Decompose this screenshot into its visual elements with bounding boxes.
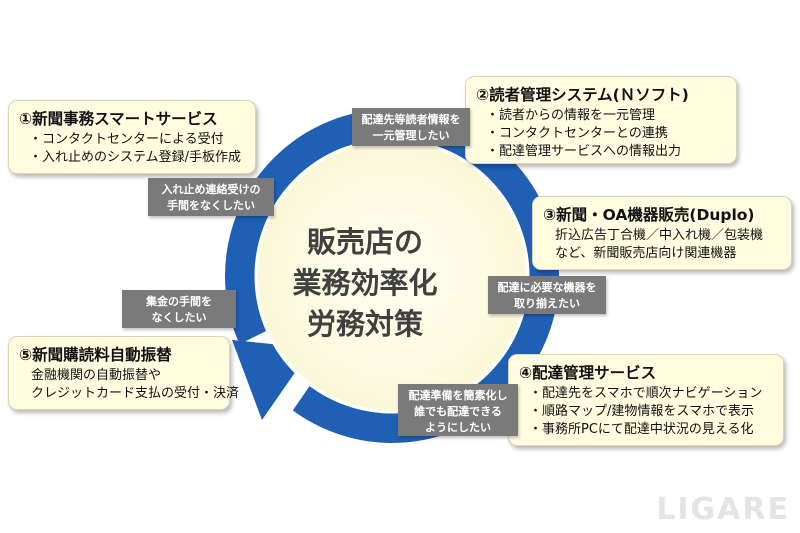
tag-line: 配達先等読者情報を [361,113,461,126]
service-box-4: ④配達管理サービス ・配達先をスマホで順次ナビゲーション ・順路マップ/建物情報… [508,354,784,446]
need-tag-4: 配達準備を簡素化し 誰でも配達できる ようにしたい [398,384,518,436]
box-bullet: ・配達管理サービスへの情報出力 [486,144,682,159]
tag-line: 配達準備を簡素化し [408,389,508,402]
box-text: 金融機関の自動振替や [31,368,162,383]
box-bullet: ・コンタクトセンターとの連携 [486,126,668,141]
box-bullet: ・読者からの情報を一元管理 [486,108,656,123]
box-title: ⑤新聞購読料自動振替 [19,346,172,364]
box-text: 折込広告丁合機／中入れ機／包装機 [555,228,764,243]
box-title: ③新聞・OA機器販売(Duplo) [543,206,755,224]
center-line-1: 販売店の [306,225,423,259]
tag-line: ようにしたい [425,421,491,434]
box-text: など、新聞販売店向け関連機器 [555,246,737,261]
box-bullet: ・配達先をスマホで順次ナビゲーション [529,386,763,401]
tag-line: 誰でも配達できる [414,405,502,418]
tag-line: なくしたい [151,311,207,324]
tag-line: 入れ止め連絡受けの [161,183,261,196]
service-box-1: ①新聞事務スマートサービス ・コンタクトセンターによる受付 ・入れ止めのシステム… [8,100,256,174]
service-box-2: ②読者管理システム(Ｎソフト) ・読者からの情報を一元管理 ・コンタクトセンター… [465,76,737,164]
need-tag-2: 配達先等読者情報を 一元管理したい [352,108,470,146]
center-title: 販売店の 業務効率化 労務対策 [265,222,465,345]
ligare-watermark: LIGARE [656,492,790,527]
box-bullet: ・事務所PCにて配達中状況の見える化 [529,422,754,437]
box-title: ④配達管理サービス [519,364,657,382]
service-box-3: ③新聞・OA機器販売(Duplo) 折込広告丁合機／中入れ機／包装機 など、新聞… [532,196,792,270]
box-bullet: ・コンタクトセンターによる受付 [29,132,224,147]
tag-line: 集金の手間を [146,295,212,308]
box-title: ①新聞事務スマートサービス [19,110,218,128]
need-tag-5: 集金の手間を なくしたい [122,290,236,328]
box-bullet: ・入れ止めのシステム登録/手板作成 [29,150,241,165]
box-text: クレジットカード支払の受付・決済 [31,386,240,401]
box-bullet: ・順路マップ/建物情報をスマホで表示 [529,404,754,419]
tag-line: 一元管理したい [372,129,450,142]
need-tag-1: 入れ止め連絡受けの 手間をなくしたい [148,178,274,216]
tag-line: 配達に必要な機器を [497,281,597,294]
box-title: ②読者管理システム(Ｎソフト) [476,86,689,104]
need-tag-3: 配達に必要な機器を 取り揃えたい [488,276,606,314]
service-box-5: ⑤新聞購読料自動振替 金融機関の自動振替や クレジットカード支払の受付・決済 [8,336,240,410]
center-line-2: 業務効率化 [292,266,438,300]
tag-line: 取り揃えたい [514,297,580,310]
tag-line: 手間をなくしたい [167,199,255,212]
center-line-3: 労務対策 [306,307,423,341]
